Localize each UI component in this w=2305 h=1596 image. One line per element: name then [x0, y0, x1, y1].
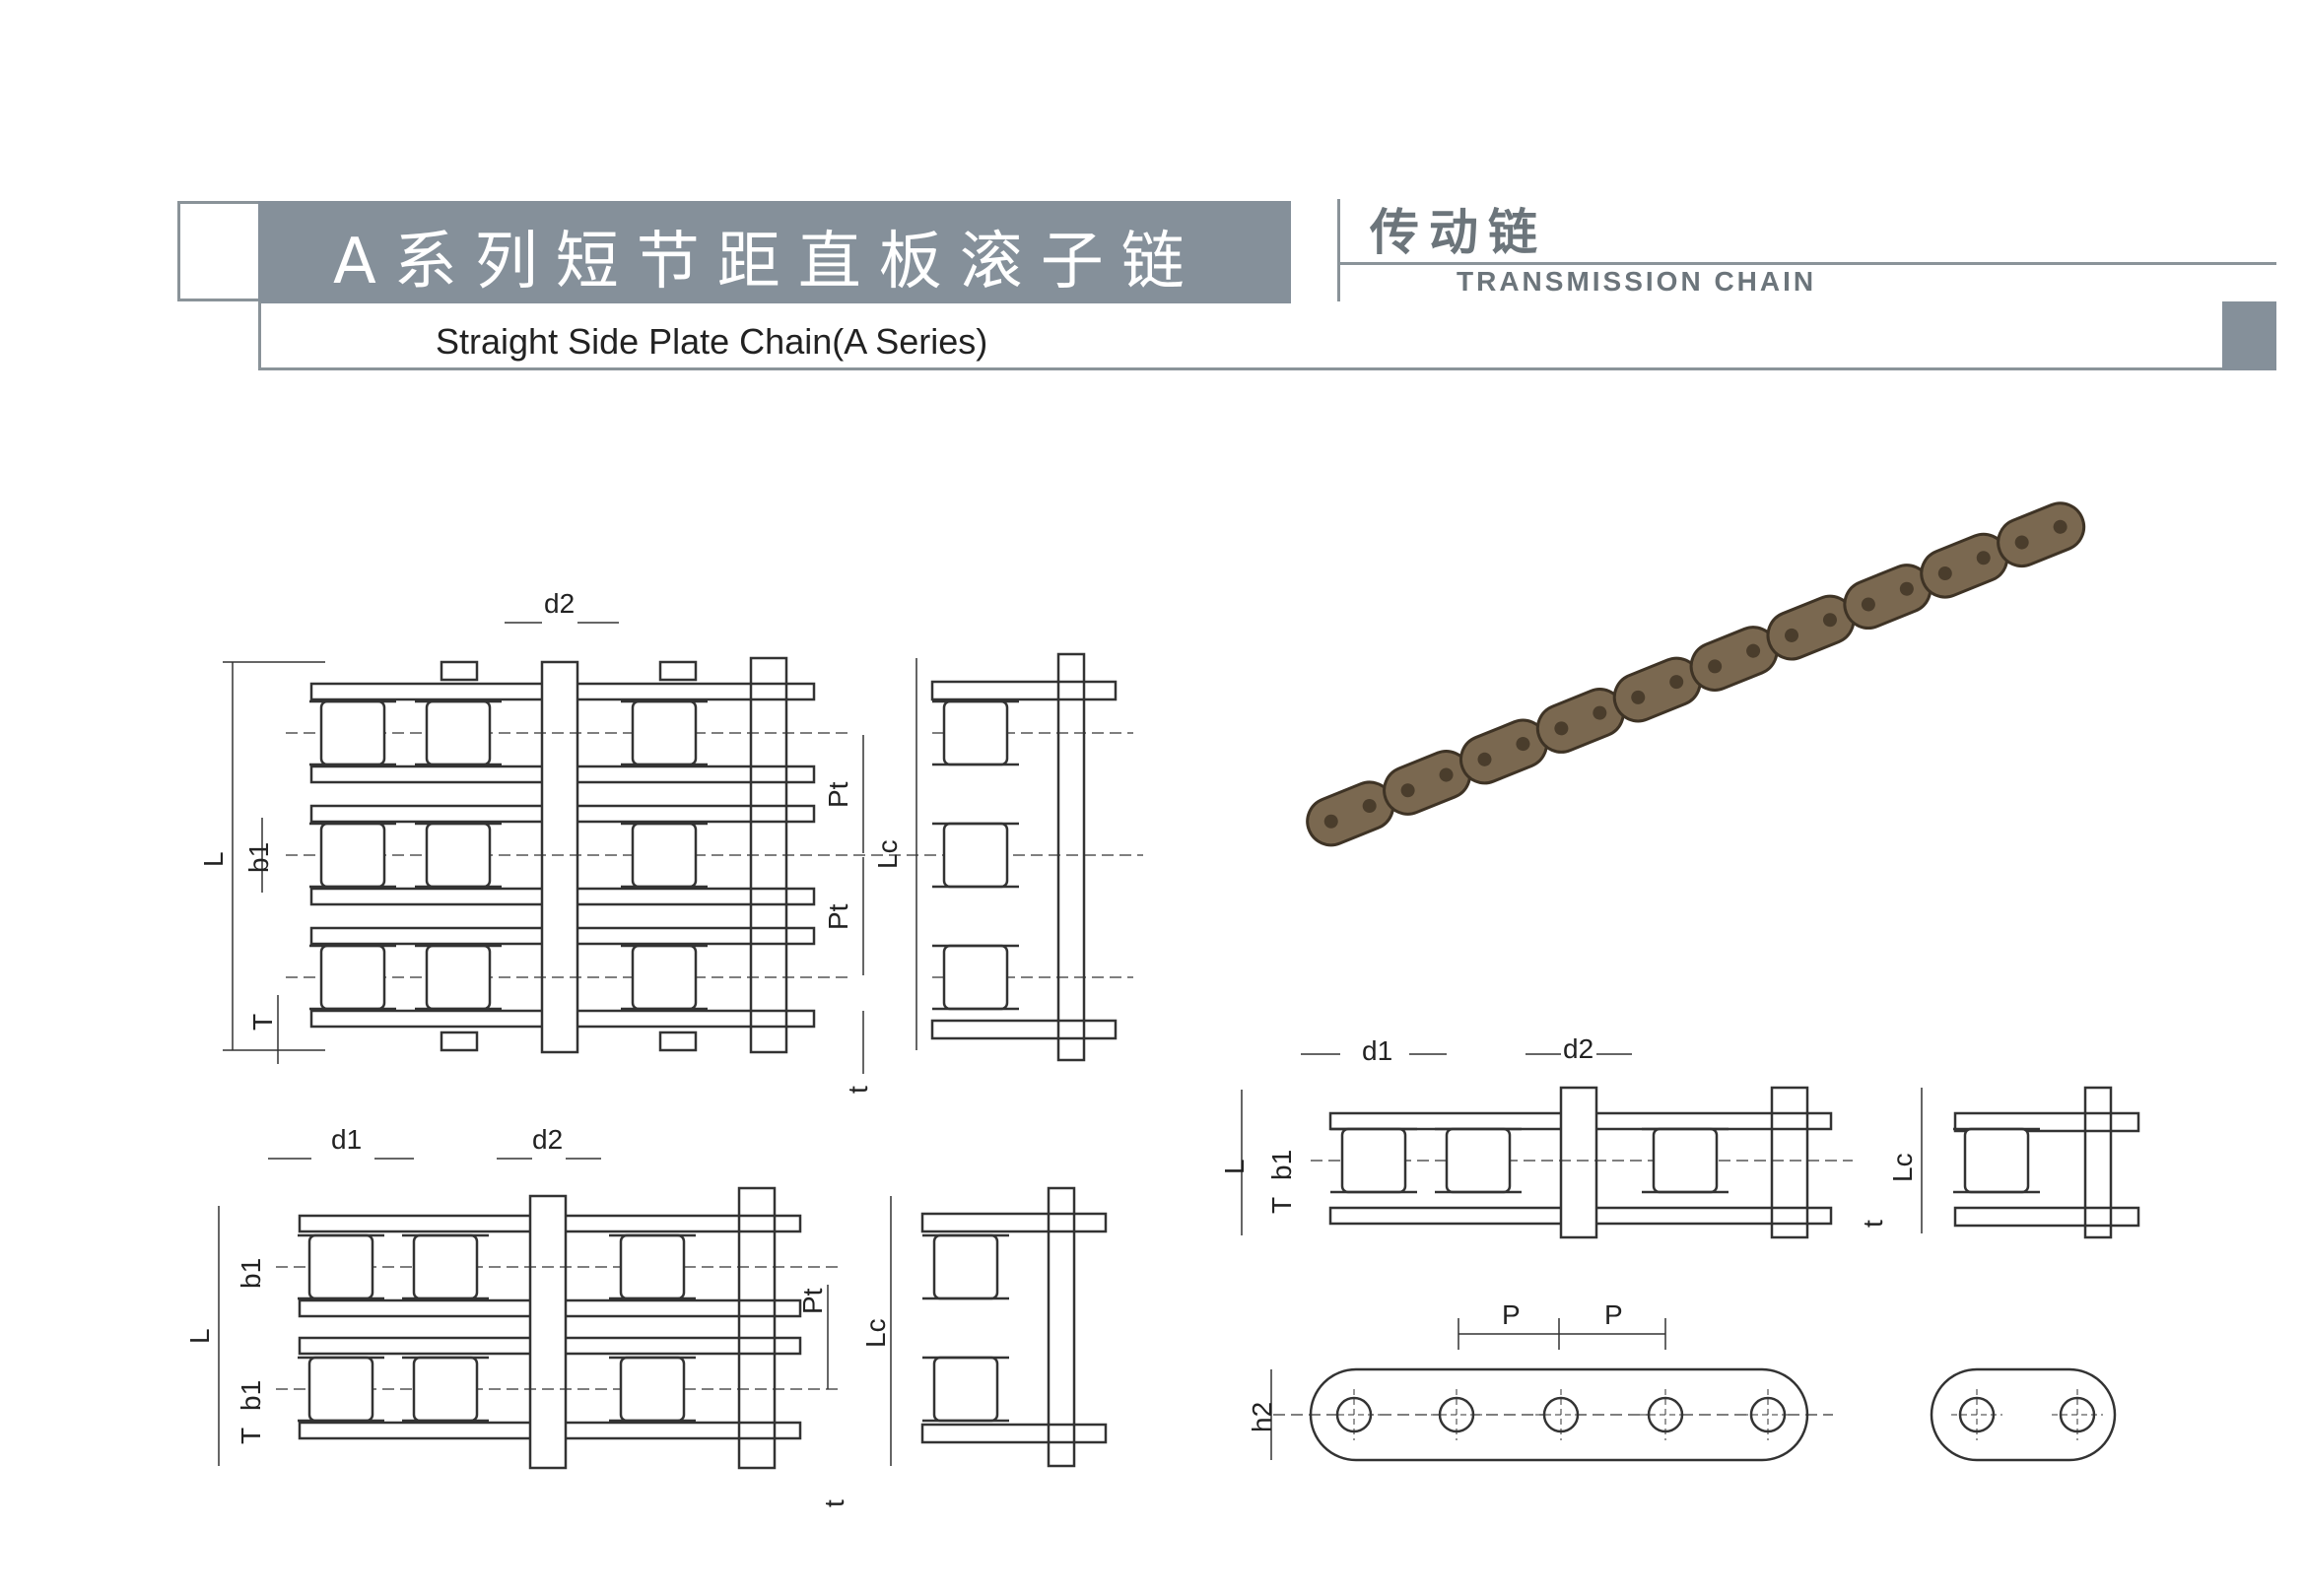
label-d2: d2: [532, 1124, 563, 1155]
single-strand-dimensions: [1241, 1053, 1923, 1235]
label-T: T: [1266, 1197, 1297, 1214]
right-tab: [2222, 301, 2276, 370]
label-b1: b1: [1266, 1150, 1297, 1180]
label-t: t: [819, 1499, 849, 1507]
label-d1: d1: [1362, 1035, 1392, 1066]
label-Pt: Pt: [823, 781, 853, 808]
label-b1: b1: [236, 1258, 266, 1289]
label-Pt: Pt: [823, 903, 853, 930]
label-Lc: Lc: [860, 1318, 891, 1348]
label-b1: b1: [236, 1380, 266, 1411]
single-strand-plan-view: [1311, 1086, 1853, 1239]
label-T: T: [247, 1014, 278, 1031]
label-Lc: Lc: [872, 839, 903, 869]
label-Lc: Lc: [1887, 1153, 1918, 1182]
label-P: P: [1604, 1299, 1623, 1330]
label-d1: d1: [331, 1124, 362, 1155]
chain-photo: [1298, 495, 2093, 854]
label-d2: d2: [544, 588, 575, 619]
category-divider: [1337, 199, 1340, 301]
label-P: P: [1502, 1299, 1521, 1330]
category-underline: [1340, 262, 2276, 265]
title-bar: [258, 201, 1291, 303]
single-strand-side-view: [1953, 1086, 2140, 1239]
triple-strand-plan-view: [286, 656, 1143, 1054]
triple-strand-side-view: [930, 652, 1133, 1062]
double-strand-plan-view: [276, 1186, 838, 1470]
double-strand-dimensions: [218, 1158, 892, 1466]
label-L: L: [184, 1328, 215, 1344]
link-plate-profile: [1270, 1318, 2117, 1462]
label-t: t: [843, 1086, 873, 1094]
triple-strand-dimensions: [223, 622, 917, 1074]
label-h2: h2: [1247, 1402, 1277, 1432]
label-t: t: [1858, 1220, 1888, 1228]
category-title: 传动链: [1370, 204, 1547, 261]
label-d2: d2: [1563, 1033, 1593, 1064]
label-L: L: [198, 851, 229, 867]
label-L: L: [1219, 1159, 1250, 1174]
label-T: T: [236, 1428, 266, 1444]
category-subtitle: TRANSMISSION CHAIN: [1457, 266, 1817, 297]
label-b1: b1: [243, 842, 274, 873]
page-title: A系列短节距直板滚子链: [333, 226, 1202, 299]
label-Pt: Pt: [797, 1288, 828, 1314]
double-strand-side-view: [920, 1186, 1108, 1468]
page-subtitle: Straight Side Plate Chain(A Series): [436, 321, 988, 362]
